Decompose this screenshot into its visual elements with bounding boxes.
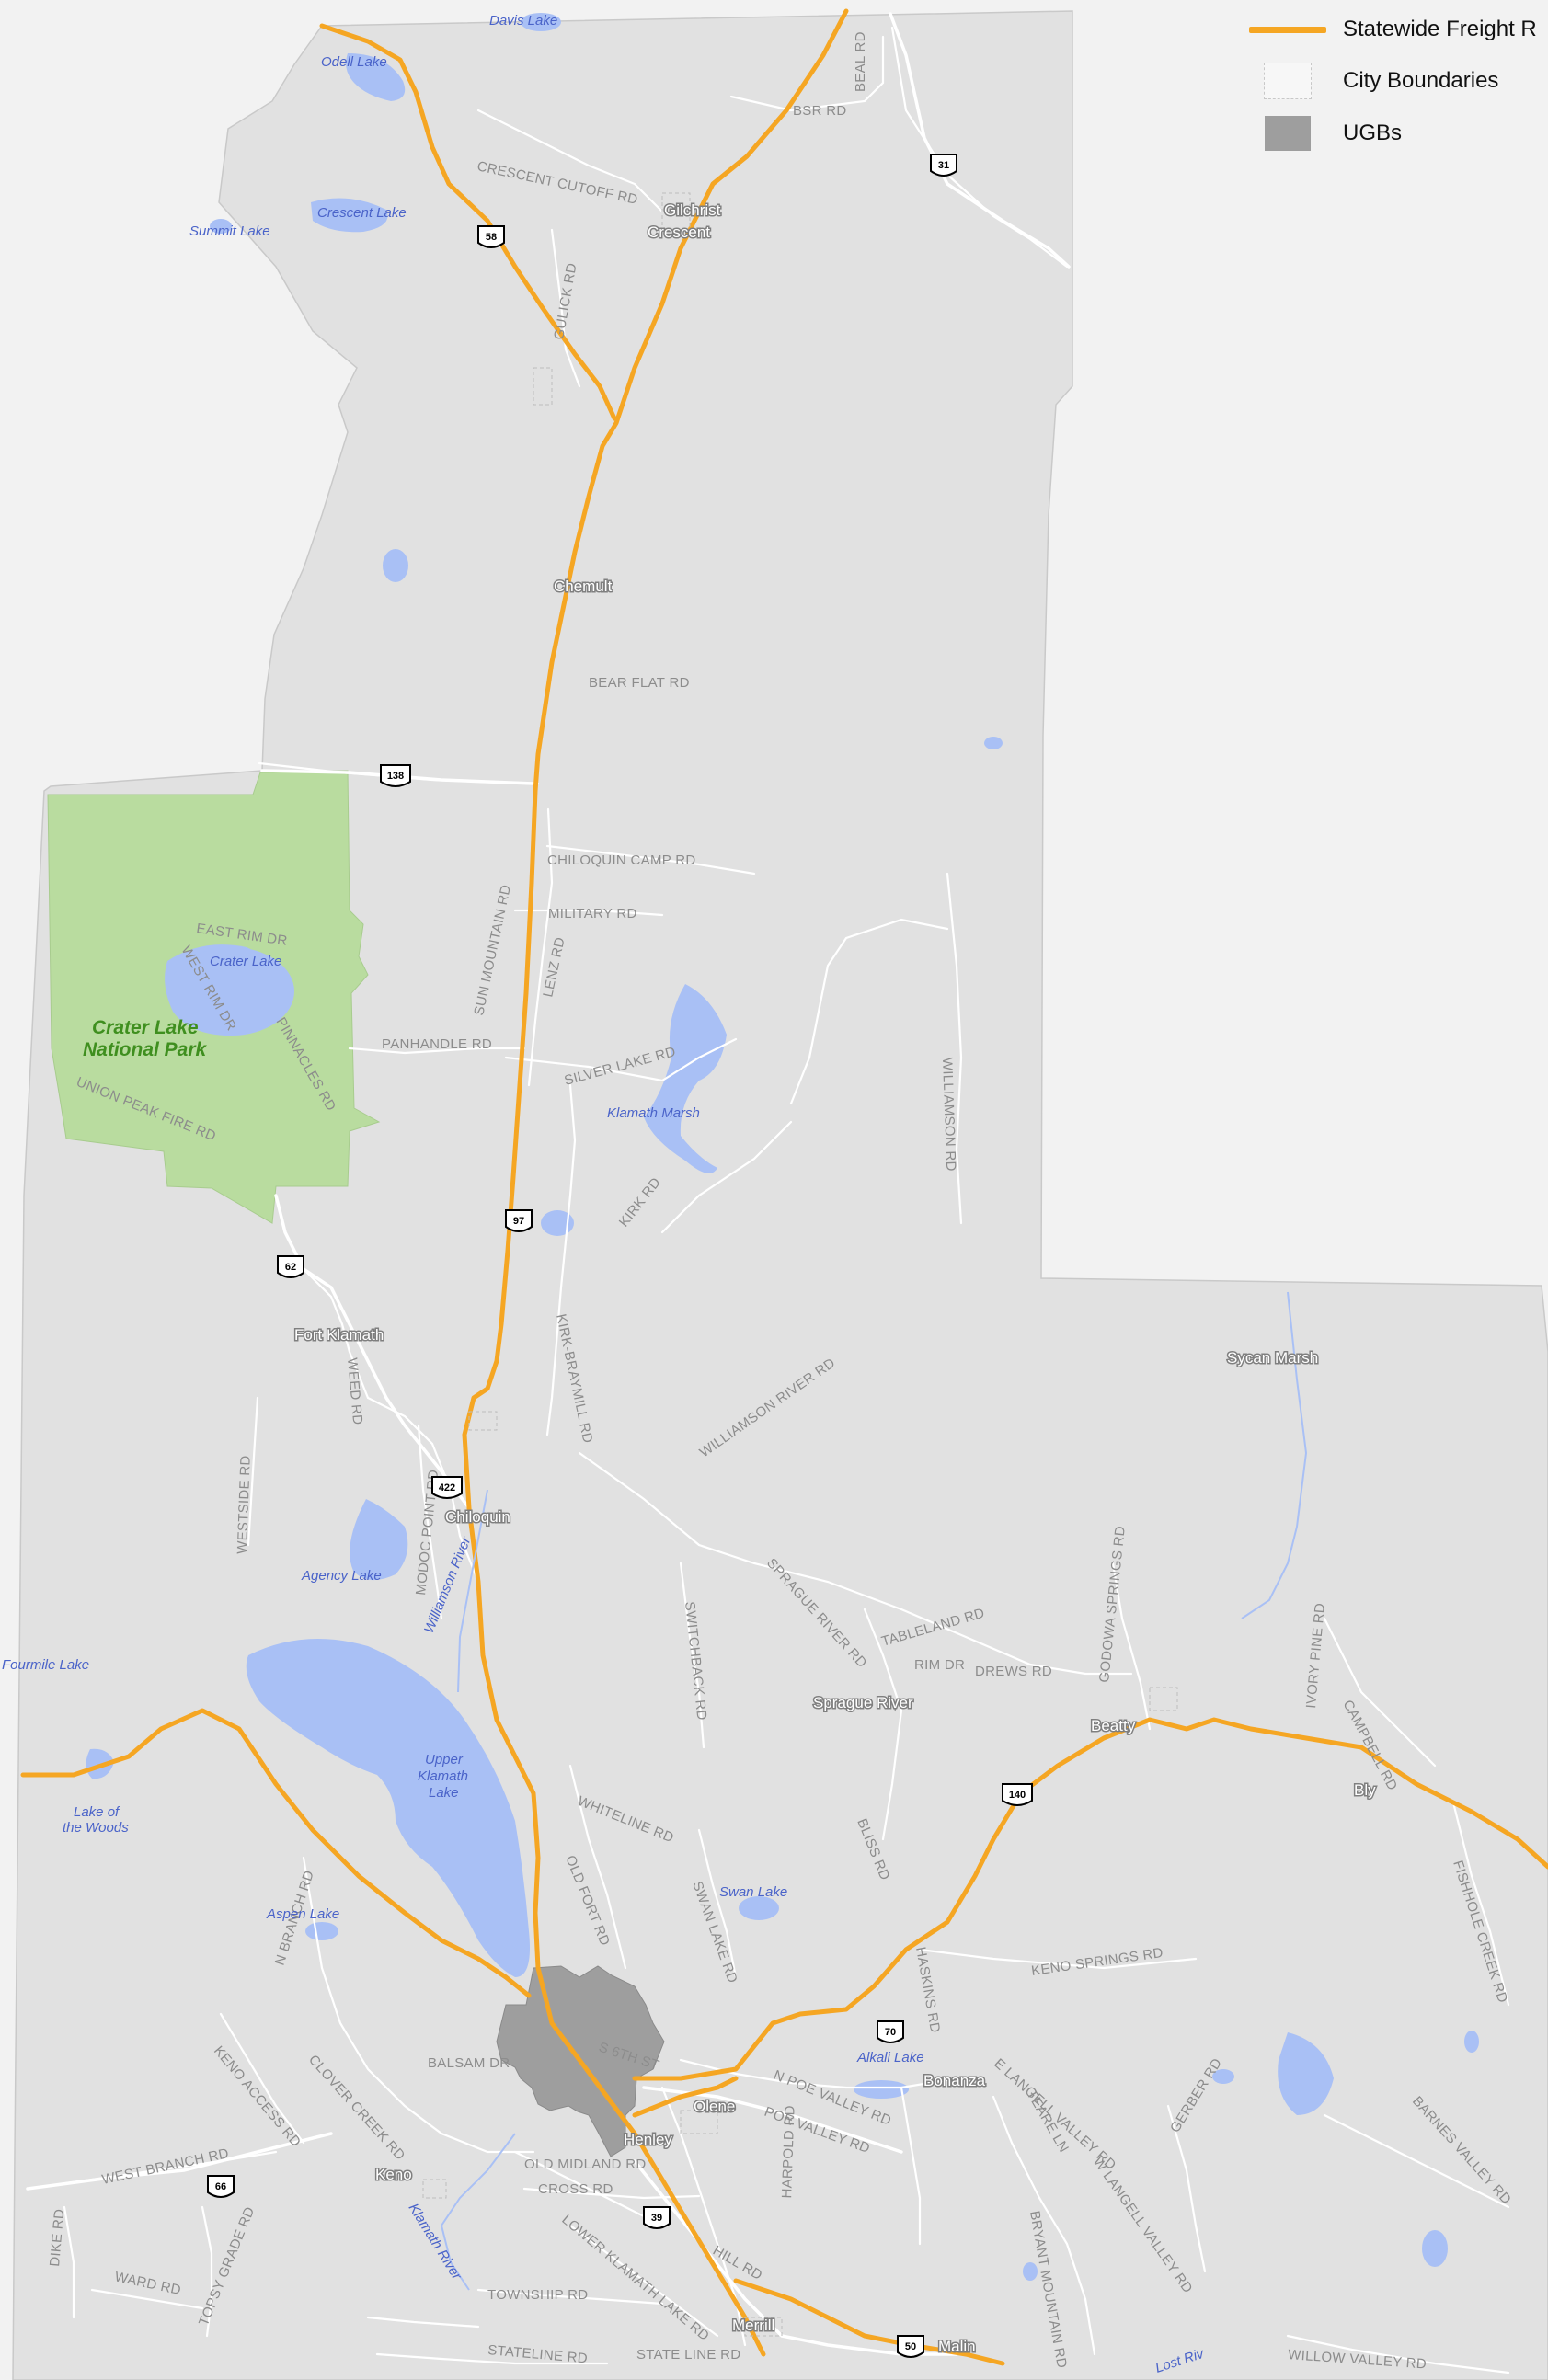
town-labels: Gilchrist Crescent Chemult Fort Klamath … xyxy=(293,200,1378,2357)
shield-or140: 140 xyxy=(1002,1783,1033,1806)
legend-row-city: City Boundaries xyxy=(1249,63,1498,99)
shield-or70: 70 xyxy=(877,2020,904,2043)
label-old-midland: OLD MIDLAND RD xyxy=(524,2157,647,2172)
label-swan-lake: Swan Lake xyxy=(719,1884,787,1900)
shield-or66: 66 xyxy=(207,2175,235,2198)
label-keno: Keno xyxy=(375,2166,412,2183)
label-fort-klamath: Fort Klamath xyxy=(294,1326,384,1344)
shield-or62: 62 xyxy=(277,1255,304,1278)
label-summit-lake: Summit Lake xyxy=(189,223,270,239)
shield-or50: 50 xyxy=(897,2335,924,2358)
shield-or58: 58 xyxy=(477,225,505,248)
label-crescent-lake: Crescent Lake xyxy=(317,205,407,221)
label-upper-klamath-3: Lake xyxy=(429,1785,459,1801)
label-aspen-lake: Aspen Lake xyxy=(266,1906,339,1922)
label-beal-rd: BEAL RD xyxy=(853,31,868,92)
legend-label-ugb: UGBs xyxy=(1343,120,1403,145)
legend-label-freight: Statewide Freight R xyxy=(1343,17,1537,41)
label-upper-klamath-1: Upper xyxy=(425,1752,464,1768)
crater-lake xyxy=(169,947,294,1036)
label-chiloquin-camp: CHILOQUIN CAMP RD xyxy=(547,852,696,868)
label-bear-flat: BEAR FLAT RD xyxy=(589,675,690,691)
rivers xyxy=(440,1291,1308,2291)
svg-text:62: 62 xyxy=(285,1262,296,1273)
legend-label-city: City Boundaries xyxy=(1343,68,1499,93)
label-malin: Malin xyxy=(938,2338,976,2355)
label-chiloquin: Chiloquin xyxy=(445,1508,510,1526)
svg-text:70: 70 xyxy=(885,2027,896,2038)
label-davis-lake: Davis Lake xyxy=(489,13,557,29)
label-military-rd: MILITARY RD xyxy=(548,906,637,921)
svg-text:39: 39 xyxy=(651,2213,662,2224)
label-williamson-rd: WILLIAMSON RD xyxy=(939,1058,958,1172)
svg-text:50: 50 xyxy=(905,2341,916,2352)
svg-text:66: 66 xyxy=(215,2181,226,2192)
park-labels: Crater Lake National Park xyxy=(83,1017,208,1060)
label-klamath-marsh: Klamath Marsh xyxy=(607,1105,700,1121)
shield-or138: 138 xyxy=(380,764,411,787)
shield-or31: 31 xyxy=(930,154,957,177)
label-weed-rd: WEED RD xyxy=(344,1357,365,1425)
label-balsam-dr: BALSAM DR xyxy=(428,2055,510,2071)
legend-row-freight: Statewide Freight R xyxy=(1249,17,1537,42)
freight-line-swatch xyxy=(1249,26,1326,33)
label-lake-of-woods-2: the Woods xyxy=(63,1820,129,1836)
label-sycan-marsh: Sycan Marsh xyxy=(1227,1349,1318,1367)
label-park-line1: Crater Lake xyxy=(92,1017,199,1038)
label-fourmile-lake: Fourmile Lake xyxy=(2,1657,89,1673)
label-park-line2: National Park xyxy=(83,1039,208,1060)
label-dike-rd: DIKE RD xyxy=(47,2208,67,2267)
svg-text:140: 140 xyxy=(1009,1790,1026,1801)
label-cross-rd: CROSS RD xyxy=(538,2181,613,2197)
label-harpold: HARPOLD RD xyxy=(779,2105,798,2199)
label-alkali-lake: Alkali Lake xyxy=(856,2050,924,2065)
svg-text:31: 31 xyxy=(938,160,949,171)
svg-text:58: 58 xyxy=(486,232,497,243)
label-crater-lake: Crater Lake xyxy=(210,954,281,969)
label-crescent: Crescent xyxy=(648,223,710,241)
label-merrill: Merrill xyxy=(732,2317,774,2334)
label-township: TOWNSHIP RD xyxy=(487,2287,588,2303)
label-state-line-rd: STATE LINE RD xyxy=(636,2347,740,2363)
freight-routes xyxy=(20,8,1548,2366)
svg-text:97: 97 xyxy=(513,1216,524,1227)
shield-or422: 422 xyxy=(431,1476,463,1499)
label-bly: Bly xyxy=(1354,1781,1376,1799)
shield-or39: 39 xyxy=(643,2206,671,2229)
label-panhandle: PANHANDLE RD xyxy=(382,1036,492,1052)
label-gilchrist: Gilchrist xyxy=(664,201,721,219)
route-shields: 31 58 138 97 62 422 140 70 xyxy=(207,154,1033,2358)
label-drews-rd: DREWS RD xyxy=(975,1664,1052,1679)
svg-text:138: 138 xyxy=(387,771,404,782)
svg-text:422: 422 xyxy=(439,1482,455,1493)
city-boundary-swatch xyxy=(1264,63,1312,99)
city-boundaries xyxy=(422,192,1178,2337)
label-agency-lake: Agency Lake xyxy=(301,1568,382,1584)
label-rim-dr: RIM DR xyxy=(914,1657,965,1673)
legend-row-ugb: UGBs xyxy=(1249,116,1402,151)
ugb-swatch xyxy=(1265,116,1311,151)
label-bonanza: Bonanza xyxy=(923,2072,986,2089)
shield-us97: 97 xyxy=(505,1209,533,1232)
local-roads xyxy=(26,26,1510,2374)
label-beatty: Beatty xyxy=(1091,1717,1136,1734)
label-henley: Henley xyxy=(624,2131,672,2148)
label-lake-of-woods-1: Lake of xyxy=(74,1804,120,1820)
map-legend: Statewide Freight R City Boundaries UGBs xyxy=(1249,11,1548,158)
label-odell-lake: Odell Lake xyxy=(321,54,387,70)
label-sprague-river: Sprague River xyxy=(813,1694,913,1711)
label-olene: Olene xyxy=(694,2098,735,2115)
label-westside-rd: WESTSIDE RD xyxy=(235,1455,254,1554)
label-upper-klamath-2: Klamath xyxy=(418,1768,468,1784)
label-chemult: Chemult xyxy=(554,578,613,595)
label-bsr-rd: BSR RD xyxy=(793,103,846,119)
